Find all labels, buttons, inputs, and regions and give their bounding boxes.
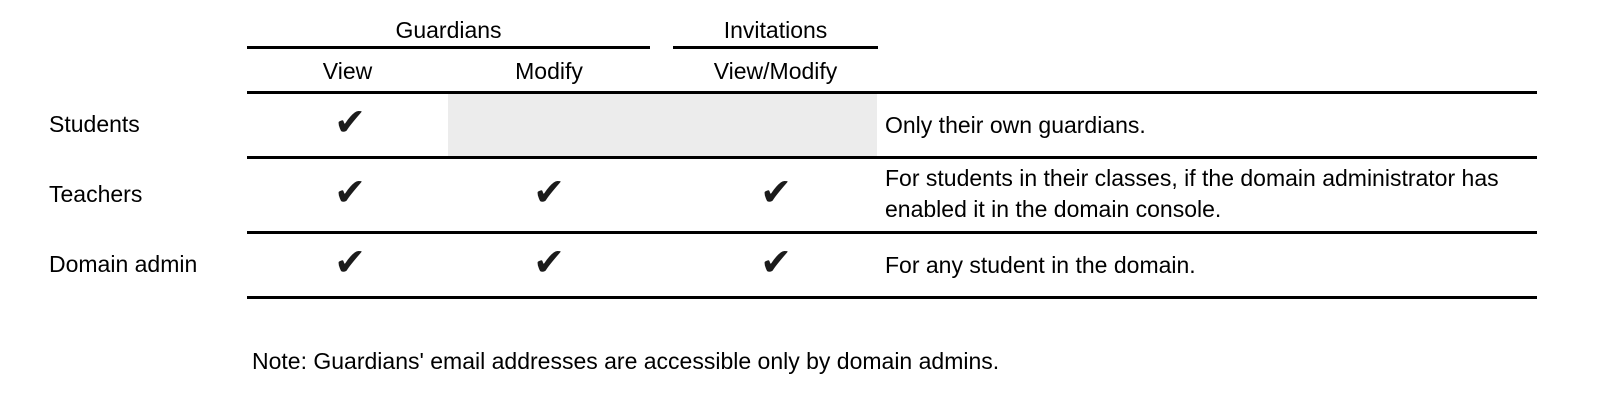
teachers-row-rule	[247, 231, 1537, 234]
row-note-domain-admin: For any student in the domain.	[885, 252, 1196, 278]
header-bottom-rule	[247, 91, 1537, 94]
column-header-guardians-view: View	[322, 58, 373, 84]
row-note-teachers: For students in their classes, if the do…	[885, 165, 1499, 222]
check-icon-teachers-guardians-modify: ✔	[533, 172, 565, 215]
column-group-invitations: Invitations	[723, 17, 828, 43]
check-icon-teachers-invitations-view-modify: ✔	[760, 172, 792, 215]
column-header-invitations-view-modify: View/Modify	[713, 58, 838, 84]
students-disabled-cells	[448, 94, 877, 156]
check-icon-teachers-guardians-view: ✔	[334, 172, 366, 215]
check-icon-students-guardians-view: ✔	[334, 102, 366, 145]
column-header-guardians-modify: Modify	[515, 58, 583, 84]
domain-admin-row-rule	[247, 296, 1537, 299]
check-icon-domain-admin-guardians-modify: ✔	[533, 242, 565, 285]
column-group-guardians: Guardians	[395, 17, 502, 43]
row-label-domain-admin: Domain admin	[49, 251, 198, 277]
students-row-rule	[247, 156, 1537, 159]
guardians-group-underline	[247, 46, 650, 49]
footnote-text: Note: Guardians' email addresses are acc…	[252, 348, 1000, 374]
check-icon-domain-admin-guardians-view: ✔	[334, 242, 366, 285]
invitations-group-underline	[673, 46, 878, 49]
row-note-students: Only their own guardians.	[885, 112, 1146, 138]
check-icon-domain-admin-invitations-view-modify: ✔	[760, 242, 792, 285]
row-label-teachers: Teachers	[49, 181, 143, 207]
row-label-students: Students	[49, 111, 140, 137]
